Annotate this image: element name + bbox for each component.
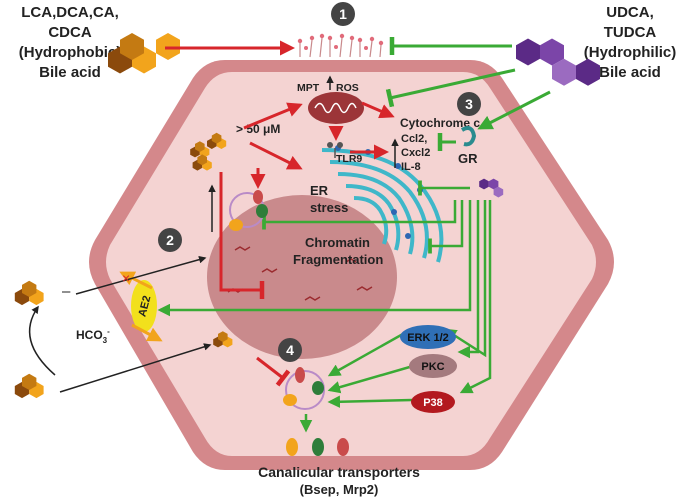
ros-label: ROS bbox=[336, 82, 359, 94]
svg-text:1: 1 bbox=[339, 6, 347, 22]
extracellular-hydrophobic-upper bbox=[14, 280, 44, 306]
transporter-vesicle-upper bbox=[229, 190, 268, 231]
tlr9-receptor-icon bbox=[327, 142, 343, 158]
hydrophilic-line2: TUDCA bbox=[604, 24, 657, 41]
er-label: ER bbox=[310, 183, 329, 198]
hydrophilic-inhibit-mito-line bbox=[385, 68, 516, 108]
microvilli-tips bbox=[297, 33, 384, 50]
pkc-label: PKC bbox=[421, 361, 444, 373]
er-stress-label: stress bbox=[310, 200, 348, 215]
dna-fragments bbox=[227, 246, 373, 301]
hydrophilic-line1: UDCA, bbox=[606, 4, 654, 21]
gr-label: GR bbox=[458, 151, 478, 166]
cytochrome-c-label: Cytochrome c bbox=[400, 116, 480, 130]
svg-text:×: × bbox=[122, 270, 130, 286]
hydrophilic-bile-acid-icon bbox=[516, 38, 600, 86]
ae2-label: AE2 bbox=[136, 294, 153, 318]
bsep-mrp2-label: (Bsep, Mrp2) bbox=[300, 482, 379, 497]
hydrophilic-line4: Bile acid bbox=[599, 64, 661, 81]
extracellular-hydrophobic-lower bbox=[14, 373, 44, 399]
hydrophobic-line1: LCA,DCA,CA, bbox=[21, 4, 119, 21]
canalicular-transporters-label: Canalicular transporters bbox=[258, 464, 420, 480]
svg-text:2: 2 bbox=[166, 232, 174, 248]
internal-hydrophilic-molecule bbox=[479, 178, 504, 198]
minus-sign: – bbox=[62, 283, 71, 300]
erk-kinase: ERK 1/2 bbox=[400, 325, 456, 349]
cytokine-il8: IL-8 bbox=[401, 161, 421, 173]
transporter-vesicle-lower bbox=[283, 367, 325, 410]
step-4-badge: 4 bbox=[278, 338, 302, 362]
hydrophobic-line4: Bile acid bbox=[39, 64, 101, 81]
svg-text:4: 4 bbox=[286, 342, 294, 358]
hepatocyte-cell bbox=[89, 60, 614, 470]
gr-receptor-icon bbox=[460, 126, 477, 147]
chromatin-label: Chromatin bbox=[305, 235, 370, 250]
mpt-label: MPT bbox=[297, 82, 320, 94]
step-2-badge: 2 bbox=[158, 228, 182, 252]
fragmentation-label: Fragmentation bbox=[293, 252, 383, 267]
hydrophobic-header: LCA,DCA,CA, CDCA (Hydrophobic) Bile acid bbox=[19, 4, 122, 81]
tlr9-label: TLR9 bbox=[336, 153, 362, 165]
svg-text:3: 3 bbox=[465, 96, 473, 112]
nucleus bbox=[207, 195, 397, 359]
canalicular-transporters-row bbox=[286, 438, 349, 456]
mitochondrion bbox=[308, 92, 364, 124]
erk-label: ERK 1/2 bbox=[407, 332, 449, 344]
cytokine-ccl2: Ccl2, bbox=[401, 133, 427, 145]
pkc-kinase: PKC bbox=[409, 354, 457, 378]
p38-label: P38 bbox=[423, 397, 443, 409]
hco3-label: HCO3- bbox=[76, 327, 110, 345]
microvilli bbox=[299, 37, 382, 58]
concentration-label: > 50 μM bbox=[236, 122, 280, 136]
cytokine-cxcl2: Cxcl2 bbox=[401, 147, 430, 159]
step-1-badge: 1 bbox=[331, 2, 355, 26]
step-3-badge: 3 bbox=[457, 92, 481, 116]
hydrophobic-line3: (Hydrophobic) bbox=[19, 44, 122, 61]
hydrophobic-bile-acid-icon bbox=[108, 33, 180, 74]
hydrophilic-line3: (Hydrophilic) bbox=[584, 44, 677, 61]
ae2-exchanger bbox=[131, 280, 157, 332]
hydrophilic-header: UDCA, TUDCA (Hydrophilic) Bile acid bbox=[584, 4, 677, 81]
hydrophilic-to-gr-arrow bbox=[477, 90, 551, 130]
hydrophobic-line2: CDCA bbox=[48, 24, 91, 41]
p38-kinase: P38 bbox=[411, 391, 455, 413]
